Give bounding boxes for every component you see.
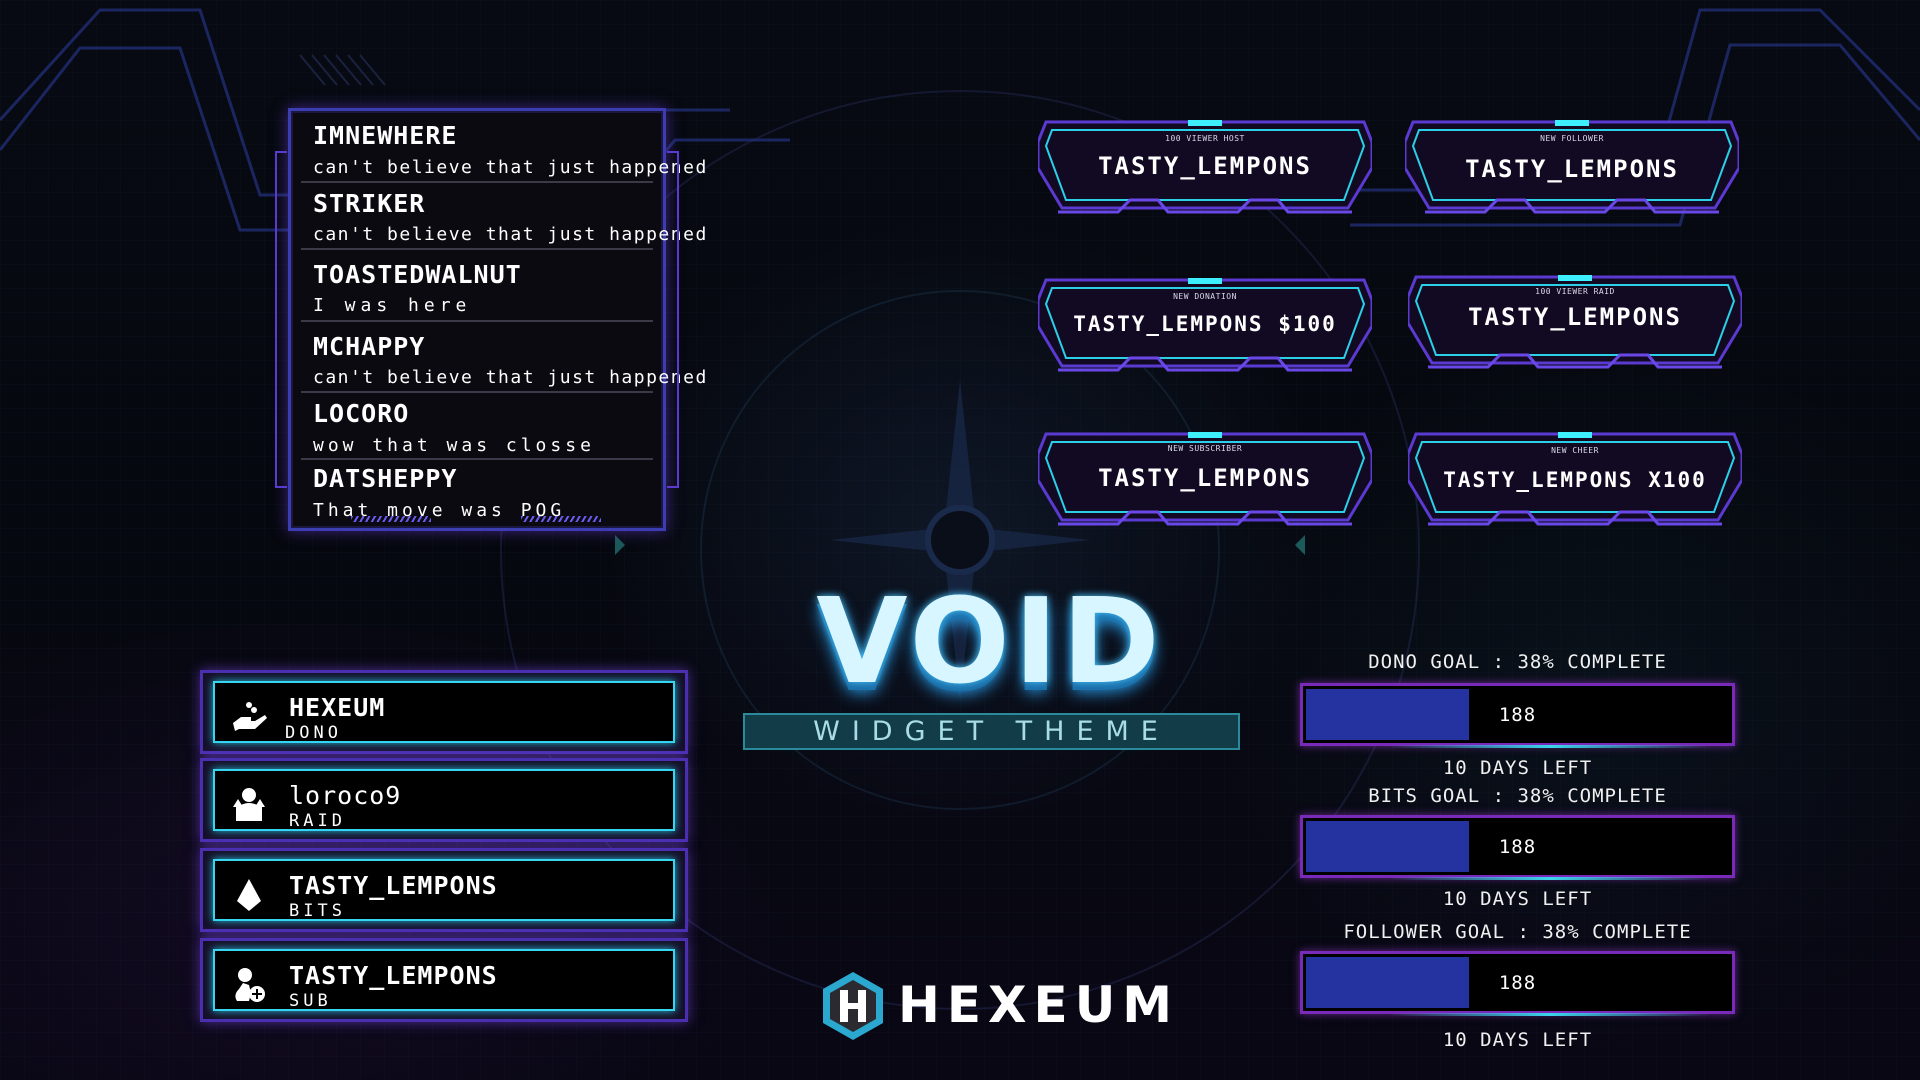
- hexagon-logo-icon: [823, 972, 883, 1040]
- chat-message: TOASTEDWALNUT I was here: [301, 250, 653, 322]
- goal-progress-bar: 188: [1300, 815, 1735, 880]
- goal-progress-bar: 188: [1300, 951, 1735, 1016]
- brand-logo: HEXEUM: [820, 970, 1172, 1042]
- background-ring-inner: [700, 290, 1220, 810]
- chat-text: can't believe that just happened: [313, 224, 708, 245]
- alert-follower: NEW FOLLOWER TASTY_LEMPONS: [1405, 120, 1739, 216]
- chat-username: MCHAPPY: [313, 332, 426, 361]
- alert-name: TASTY_LEMPONS: [1468, 303, 1682, 331]
- alert-frame: [1038, 120, 1372, 214]
- decorative-hatch: [351, 516, 431, 522]
- alert-frame: [1038, 278, 1372, 372]
- subscriber-add-icon: [235, 968, 265, 1002]
- goal-footer: 10 DAYS LEFT: [1442, 1029, 1593, 1051]
- alert-label: NEW FOLLOWER: [1540, 134, 1604, 143]
- alert-label: 100 VIEWER HOST: [1165, 134, 1245, 143]
- chat-text: That move was POG: [313, 500, 566, 521]
- event-panel: TASTY_LEMPONS BITS: [213, 859, 675, 921]
- alert-frame: [1405, 120, 1739, 214]
- alert-label: 100 VIEWER RAID: [1535, 287, 1615, 296]
- alert-frame: [1408, 275, 1742, 369]
- event-item-bits: TASTY_LEMPONS BITS: [200, 848, 688, 932]
- chat-text: I was here: [313, 295, 472, 316]
- event-panel: TASTY_LEMPONS SUB: [213, 949, 675, 1011]
- chat-text: can't believe that just happened: [313, 367, 708, 388]
- event-item-sub: TASTY_LEMPONS SUB: [200, 938, 688, 1022]
- event-username: loroco9: [289, 781, 402, 810]
- alert-name: TASTY_LEMPONS: [1465, 155, 1679, 183]
- chat-message: IMNEWHERE can't believe that just happen…: [301, 115, 706, 183]
- goal-fill: [1306, 957, 1470, 1008]
- event-item-dono: HEXEUM DONO: [200, 670, 688, 754]
- raid-user-icon: [233, 788, 265, 821]
- goal-footer: 10 DAYS LEFT: [1442, 757, 1593, 779]
- chat-text: wow that was closse: [313, 435, 595, 456]
- chat-username: TOASTEDWALNUT: [313, 260, 522, 289]
- goal-title: DONO GOAL : 38% COMPLETE: [1368, 651, 1667, 673]
- goal-title: BITS GOAL : 38% COMPLETE: [1368, 785, 1667, 807]
- alert-name: TASTY_LEMPONS: [1098, 464, 1312, 492]
- bits-gem-icon: [237, 879, 261, 911]
- chat-message: MCHAPPY can't believe that just happened: [301, 322, 706, 393]
- chat-message: STRIKER can't believe that just happened: [301, 183, 706, 250]
- event-item-raid: loroco9 RAID: [200, 758, 688, 842]
- alert-frame: [1408, 432, 1742, 526]
- goal-title: FOLLOWER GOAL : 38% COMPLETE: [1343, 921, 1692, 943]
- alert-cheer: NEW CHEER TASTY_LEMPONS X100: [1408, 432, 1742, 528]
- chat-message: LOCORO wow that was closse: [301, 393, 653, 460]
- chat-box: IMNEWHERE can't believe that just happen…: [275, 108, 706, 531]
- event-username: HEXEUM: [289, 693, 386, 722]
- theme-subtitle: WIDGET THEME: [743, 713, 1240, 750]
- goal-footer: 10 DAYS LEFT: [1442, 888, 1593, 910]
- event-panel: HEXEUM DONO: [213, 681, 675, 743]
- alert-donation: NEW DONATION TASTY_LEMPONS $100: [1038, 278, 1372, 374]
- event-type: BITS: [289, 901, 346, 921]
- event-username: TASTY_LEMPONS: [289, 871, 498, 900]
- alert-label: NEW DONATION: [1173, 292, 1237, 301]
- goal-fill: [1306, 689, 1470, 740]
- alert-host: 100 VIEWER HOST TASTY_LEMPONS: [1038, 120, 1372, 216]
- goal-value: 188: [1498, 704, 1537, 726]
- donation-hand-icon: [233, 702, 267, 731]
- alert-label: NEW CHEER: [1551, 446, 1599, 455]
- event-type: SUB: [289, 991, 332, 1011]
- alert-subscriber: NEW SUBSCRIBER TASTY_LEMPONS: [1038, 432, 1372, 528]
- chat-text: can't believe that just happened: [313, 157, 708, 178]
- goal-value: 188: [1498, 836, 1537, 858]
- alert-name: TASTY_LEMPONS: [1098, 152, 1312, 180]
- chat-message: DATSHEPPY That move was POG: [301, 460, 653, 526]
- brand-name: HEXEUM: [898, 976, 1180, 1034]
- goal-fill: [1306, 821, 1470, 872]
- event-username: TASTY_LEMPONS: [289, 961, 498, 990]
- decorative-hatch: [521, 516, 601, 522]
- chat-username: IMNEWHERE: [313, 121, 458, 150]
- alert-name: TASTY_LEMPONS $100: [1073, 312, 1337, 336]
- background-ring: [500, 90, 1420, 1010]
- chat-username: DATSHEPPY: [313, 464, 458, 493]
- alert-label: NEW SUBSCRIBER: [1167, 444, 1243, 453]
- alert-frame: [1038, 432, 1372, 526]
- chat-username: LOCORO: [313, 399, 410, 428]
- alert-raid: 100 VIEWER RAID TASTY_LEMPONS: [1408, 275, 1742, 371]
- event-type: DONO: [285, 723, 342, 743]
- event-type: RAID: [289, 811, 346, 831]
- chat-username: STRIKER: [313, 189, 426, 218]
- event-panel: loroco9 RAID: [213, 769, 675, 831]
- theme-title: VOID: [816, 572, 1164, 710]
- alert-name: TASTY_LEMPONS X100: [1443, 468, 1707, 492]
- goal-value: 188: [1498, 972, 1537, 994]
- goal-progress-bar: 188: [1300, 683, 1735, 748]
